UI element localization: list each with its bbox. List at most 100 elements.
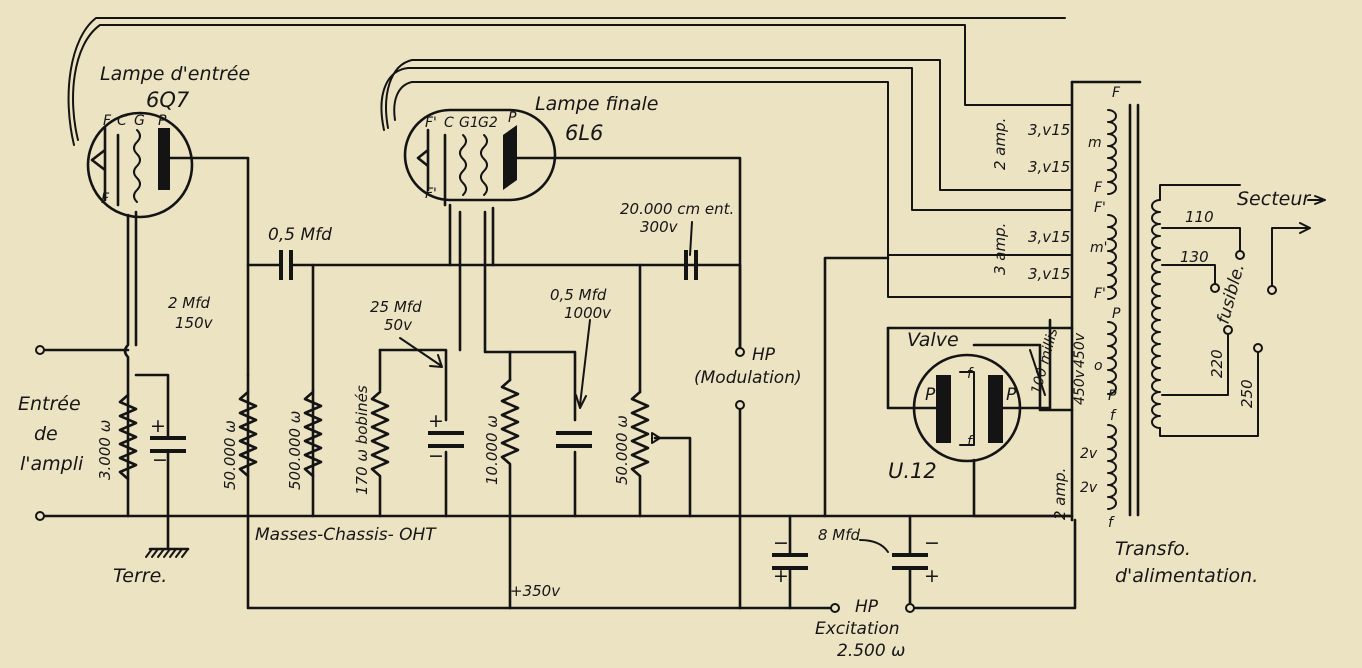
hp-exc-terminal-right [905, 603, 915, 613]
resistor-3000 [118, 393, 138, 481]
svg-text:+350v: +350v [510, 582, 561, 600]
resistor-50000 [238, 390, 258, 478]
svg-text:m': m' [1090, 240, 1108, 256]
svg-text:2 Mfd: 2 Mfd [168, 294, 211, 312]
svg-text:Terre.: Terre. [113, 565, 167, 587]
svg-text:3.000 ω: 3.000 ω [96, 420, 114, 480]
hp-exc-terminal-left [830, 603, 840, 613]
svg-text:−: − [924, 532, 940, 554]
pin-label: P [158, 113, 167, 129]
svg-text:2.500 ω: 2.500 ω [837, 641, 905, 661]
resistor-10000 [500, 378, 520, 518]
chassis-label: Masses-Chassis- OHT [255, 525, 437, 545]
svg-text:250: 250 [1238, 379, 1256, 408]
svg-text:f: f [1108, 515, 1115, 531]
svg-text:d'alimentation.: d'alimentation. [1115, 565, 1258, 587]
tap-110-terminal [1235, 250, 1245, 260]
pin-label: F' [425, 186, 437, 202]
svg-text:170 ω bobinés: 170 ω bobinés [353, 385, 371, 495]
input-tube-envelope [86, 111, 194, 219]
input-tube-6q7: F C G P F [86, 111, 194, 219]
svg-text:0,5 Mfd: 0,5 Mfd [550, 286, 607, 304]
filament-wiring [67, 17, 1073, 298]
pin-label: f [967, 434, 974, 450]
hp-mod-terminal-bottom [735, 400, 745, 410]
rectifier-title: Valve [907, 329, 959, 351]
svg-text:500.000 ω: 500.000 ω [286, 411, 304, 490]
svg-text:300v: 300v [640, 218, 679, 236]
svg-text:+: + [150, 415, 166, 437]
svg-text:450v: 450v [1072, 369, 1088, 405]
pin-label: C [444, 115, 454, 131]
pin-label: P [508, 110, 517, 126]
svg-text:450v: 450v [1072, 332, 1088, 368]
heater-amps-3: 2 amp. [1051, 468, 1069, 520]
svg-text:−: − [773, 532, 789, 554]
pin-label: P [1006, 385, 1017, 405]
svg-text:3,v15: 3,v15 [1028, 121, 1070, 139]
pin-label: F [103, 113, 112, 129]
svg-text:F': F' [1094, 200, 1106, 216]
svg-text:110: 110 [1185, 208, 1214, 226]
fuse-terminal [1267, 285, 1277, 295]
pin-label: C [117, 113, 127, 129]
svg-text:+: + [924, 565, 940, 587]
tap-250-terminal [1253, 343, 1263, 353]
svg-text:HP: HP [752, 345, 776, 365]
svg-text:25 Mfd: 25 Mfd [370, 298, 422, 316]
svg-text:f: f [1110, 408, 1117, 424]
power-transformer [1070, 80, 1326, 522]
svg-text:P: P [1108, 388, 1117, 404]
svg-text:2v: 2v [1080, 446, 1098, 462]
final-tube-6l6: F' C G1 G2 P F' [403, 108, 557, 207]
svg-text:3,v15: 3,v15 [1028, 265, 1070, 283]
input-tube-title: Lampe d'entrée [100, 63, 250, 85]
pin-label: G1 [459, 115, 479, 131]
svg-text:−: − [152, 449, 168, 471]
capacitors: + − + − − + − + [134, 221, 940, 587]
tap-130-terminal [1210, 283, 1220, 293]
svg-text:130: 130 [1180, 248, 1209, 266]
label-coupling-cap: 0,5 Mfd [268, 225, 332, 245]
svg-text:2v: 2v [1080, 480, 1098, 496]
main-circuit [40, 156, 1077, 610]
svg-text:50v: 50v [384, 316, 413, 334]
svg-text:3,v15: 3,v15 [1028, 228, 1070, 246]
final-tube-title: Lampe finale [535, 93, 658, 115]
rectifier-tube: P P f f [886, 318, 1074, 518]
svg-text:l'ampli: l'ampli [20, 453, 84, 475]
svg-text:Entrée: Entrée [18, 393, 81, 415]
resistor-500000 [303, 390, 323, 478]
resistors [118, 378, 661, 518]
svg-text:F: F [1112, 85, 1121, 101]
svg-text:F': F' [1094, 286, 1106, 302]
svg-text:de: de [34, 423, 58, 445]
final-tube-type: 6L6 [565, 121, 603, 145]
svg-text:3,v15: 3,v15 [1028, 158, 1070, 176]
input-terminal-bottom [35, 511, 45, 521]
input-tube-plate [158, 128, 170, 190]
svg-text:o: o [1094, 358, 1103, 374]
svg-text:Excitation: Excitation [815, 619, 900, 639]
resistor-pot-50000 [630, 390, 650, 518]
pin-label: P [925, 385, 936, 405]
hp-mod-terminal-top [735, 347, 745, 357]
svg-text:F: F [1094, 180, 1103, 196]
svg-text:+: + [428, 410, 444, 432]
pin-label: F' [425, 115, 437, 131]
svg-text:10.000 ω: 10.000 ω [483, 415, 501, 485]
pin-label: G2 [478, 115, 498, 131]
svg-text:Transfo.: Transfo. [1115, 538, 1191, 560]
rectifier-plate-left [936, 375, 951, 443]
svg-text:P: P [1112, 306, 1121, 322]
svg-text:m: m [1088, 135, 1102, 151]
transformer-letters: F m F F' m' F' P o P f f [1088, 85, 1121, 531]
primary-taps: 110 130 220 250 [1180, 208, 1256, 408]
svg-text:(Modulation): (Modulation) [694, 368, 802, 388]
svg-text:HP: HP [855, 597, 879, 617]
svg-text:Secteur: Secteur [1237, 188, 1311, 210]
svg-text:50.000 ω: 50.000 ω [221, 420, 239, 490]
pin-label: G [134, 113, 145, 129]
